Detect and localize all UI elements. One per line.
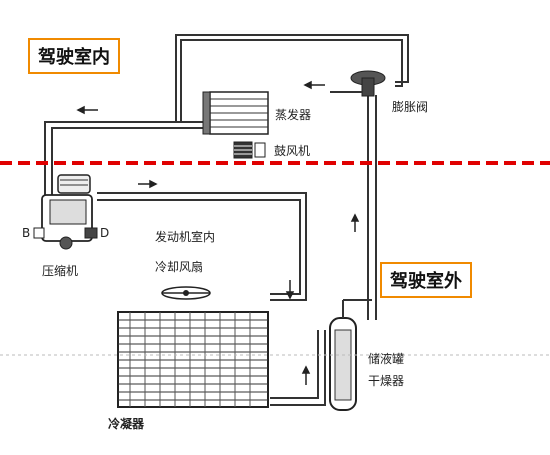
condenser-icon [117,311,269,408]
zone-outside-label: 驾驶室外 [380,262,472,298]
cabin-piping [44,34,409,320]
evaporator-label: 蒸发器 [275,108,312,122]
engine-compartment-label: 发动机室内 [155,230,216,244]
blower-label: 鼓风机 [274,144,311,158]
expansion-valve-icon [330,70,386,97]
evaporator-icon [202,91,269,135]
receiver-drier-icon [329,299,372,411]
cooling-fan-label: 冷却风扇 [155,260,204,274]
flow-arrows-cabin [76,80,325,115]
flow-arrows-engine [138,179,360,385]
receiver-drier-label-2: 干燥器 [368,374,405,388]
zone-inside-label: 驾驶室内 [28,38,120,74]
port-b-label: B [22,226,31,240]
expansion-valve-label: 膨胀阀 [392,100,429,114]
compressor-label: 压缩机 [42,264,79,278]
compressor-icon [33,174,98,250]
cooling-fan-icon [161,286,211,300]
blower-icon [233,141,266,159]
port-d-label: D [100,226,110,240]
condenser-label: 冷凝器 [108,417,145,431]
receiver-drier-label-1: 储液罐 [368,352,405,366]
